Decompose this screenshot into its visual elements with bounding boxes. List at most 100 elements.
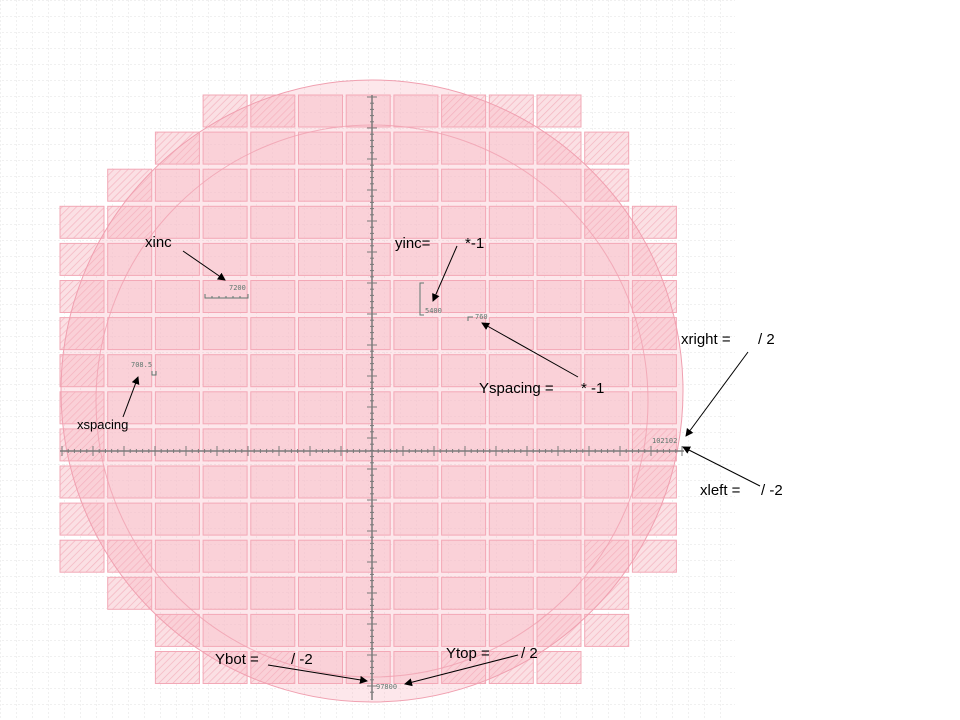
die xyxy=(298,651,343,684)
die xyxy=(154,539,200,573)
partial-die xyxy=(584,168,630,202)
ybot-label: Ybot = xyxy=(215,651,259,668)
die xyxy=(441,502,487,536)
die xyxy=(441,131,487,165)
die xyxy=(202,502,248,536)
die xyxy=(631,354,677,388)
die xyxy=(345,168,391,202)
die xyxy=(488,354,534,388)
die xyxy=(202,168,248,202)
partial-die xyxy=(536,94,582,128)
die xyxy=(345,280,391,313)
xright-op-label: / 2 xyxy=(758,331,775,348)
die xyxy=(298,94,343,128)
yinc-op-label: *-1 xyxy=(465,235,484,252)
die xyxy=(250,428,296,462)
die xyxy=(393,131,439,165)
die xyxy=(536,391,582,425)
die xyxy=(298,576,343,610)
die xyxy=(441,613,487,647)
die xyxy=(154,205,200,239)
axis-ticks xyxy=(61,96,683,693)
partial-die xyxy=(441,94,487,128)
die xyxy=(441,539,487,573)
die xyxy=(298,613,343,647)
die-grid xyxy=(59,94,677,684)
die xyxy=(154,280,200,313)
xleft-arrow xyxy=(682,446,761,487)
partial-die xyxy=(107,205,153,239)
die xyxy=(154,242,200,276)
die xyxy=(107,391,153,425)
die xyxy=(584,280,630,313)
die xyxy=(393,465,439,499)
die xyxy=(584,428,630,462)
die xyxy=(393,539,439,573)
die xyxy=(298,242,343,276)
die xyxy=(202,613,248,647)
die xyxy=(298,131,343,165)
xright-readout: 102102 xyxy=(652,437,677,445)
die xyxy=(202,354,248,388)
xright-arrow xyxy=(685,351,749,437)
die xyxy=(345,465,391,499)
xspacing-readout: 708.5 xyxy=(131,361,152,369)
die xyxy=(345,205,391,239)
die xyxy=(345,94,391,128)
die xyxy=(298,280,343,313)
die xyxy=(488,280,534,313)
die xyxy=(345,502,391,536)
die xyxy=(154,391,200,425)
xinc-label: xinc xyxy=(145,234,172,251)
partial-die xyxy=(154,613,200,647)
die xyxy=(202,465,248,499)
die xyxy=(441,391,487,425)
die xyxy=(584,354,630,388)
die xyxy=(488,168,534,202)
die xyxy=(441,242,487,276)
yspacing-arrow xyxy=(481,322,579,378)
die xyxy=(202,539,248,573)
die xyxy=(107,242,153,276)
partial-die xyxy=(536,131,582,165)
partial-die xyxy=(584,576,630,610)
die xyxy=(441,280,487,313)
xspacing-label: xspacing xyxy=(77,417,128,432)
die xyxy=(298,539,343,573)
partial-die xyxy=(488,94,534,128)
die xyxy=(536,280,582,313)
die xyxy=(536,317,582,351)
yspacing-op-label: * -1 xyxy=(581,380,604,397)
die xyxy=(488,502,534,536)
die xyxy=(107,317,153,351)
die xyxy=(536,502,582,536)
die xyxy=(202,428,248,462)
die xyxy=(441,354,487,388)
die xyxy=(441,205,487,239)
die xyxy=(250,391,296,425)
die xyxy=(584,465,630,499)
partial-die xyxy=(584,131,630,165)
die xyxy=(393,94,439,128)
die xyxy=(298,465,343,499)
die xyxy=(250,131,296,165)
die xyxy=(441,317,487,351)
die xyxy=(441,428,487,462)
partial-die xyxy=(250,94,296,128)
yinc-marker xyxy=(419,282,424,316)
partial-die xyxy=(536,613,582,647)
die xyxy=(298,391,343,425)
yinc-label: yinc= xyxy=(395,235,431,252)
die xyxy=(345,651,391,684)
die xyxy=(584,391,630,425)
die xyxy=(488,465,534,499)
ybot-arrow xyxy=(267,664,368,684)
ytop-op-label: / 2 xyxy=(521,645,538,662)
partial-die xyxy=(107,576,153,610)
partial-die xyxy=(59,280,105,313)
xinc-readout: 7200 xyxy=(229,284,246,292)
die xyxy=(202,317,248,351)
ybot-op-label: / -2 xyxy=(291,651,313,668)
die xyxy=(250,613,296,647)
